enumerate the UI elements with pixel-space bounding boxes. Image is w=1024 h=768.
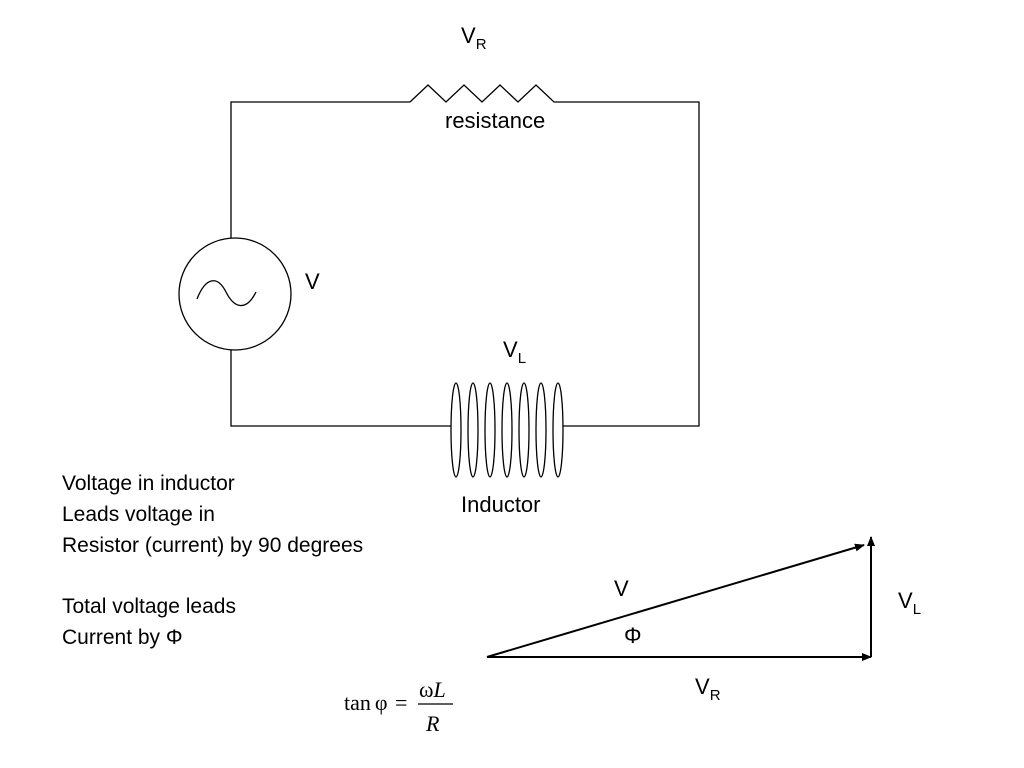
- phasor-vr-label: VR: [695, 674, 721, 704]
- note-line: Resistor (current) by 90 degrees: [62, 534, 363, 557]
- phasor-vl-label: VL: [898, 588, 921, 618]
- phasor-angle-label: Φ: [624, 623, 642, 648]
- bottom-left-wire: [230, 350, 451, 427]
- lead-note: Voltage in inductor Leads voltage in Res…: [62, 472, 363, 557]
- note-line: Voltage in inductor: [62, 472, 235, 495]
- inductor-label: Inductor: [461, 492, 541, 517]
- note-line: Total voltage leads: [62, 595, 236, 618]
- ac-source-symbol: [178, 237, 292, 351]
- note-line: Leads voltage in: [62, 503, 215, 526]
- formula-numerator: ωL: [419, 677, 446, 702]
- phasor-v-arrow: [486, 543, 865, 658]
- resistor-symbol: [409, 84, 563, 103]
- formula-equals: =: [395, 690, 407, 715]
- resistor-voltage-label: VR: [461, 23, 487, 53]
- formula-denominator: R: [425, 711, 440, 736]
- source-voltage-label: V: [305, 269, 320, 294]
- circuit-wires: [230, 101, 700, 427]
- phase-note: Total voltage leads Current by Φ: [62, 595, 236, 649]
- inductor-symbol: [450, 382, 564, 478]
- inductor-voltage-label: VL: [503, 337, 526, 367]
- top-right-wire: [563, 101, 700, 427]
- phasor-v-label: V: [614, 576, 629, 601]
- sine-wave-icon: [196, 280, 257, 307]
- top-left-wire: [230, 101, 410, 238]
- resistor-label: resistance: [445, 108, 545, 133]
- note-line: Current by Φ: [62, 626, 183, 649]
- phasor-diagram: V Φ VL VR: [486, 536, 921, 704]
